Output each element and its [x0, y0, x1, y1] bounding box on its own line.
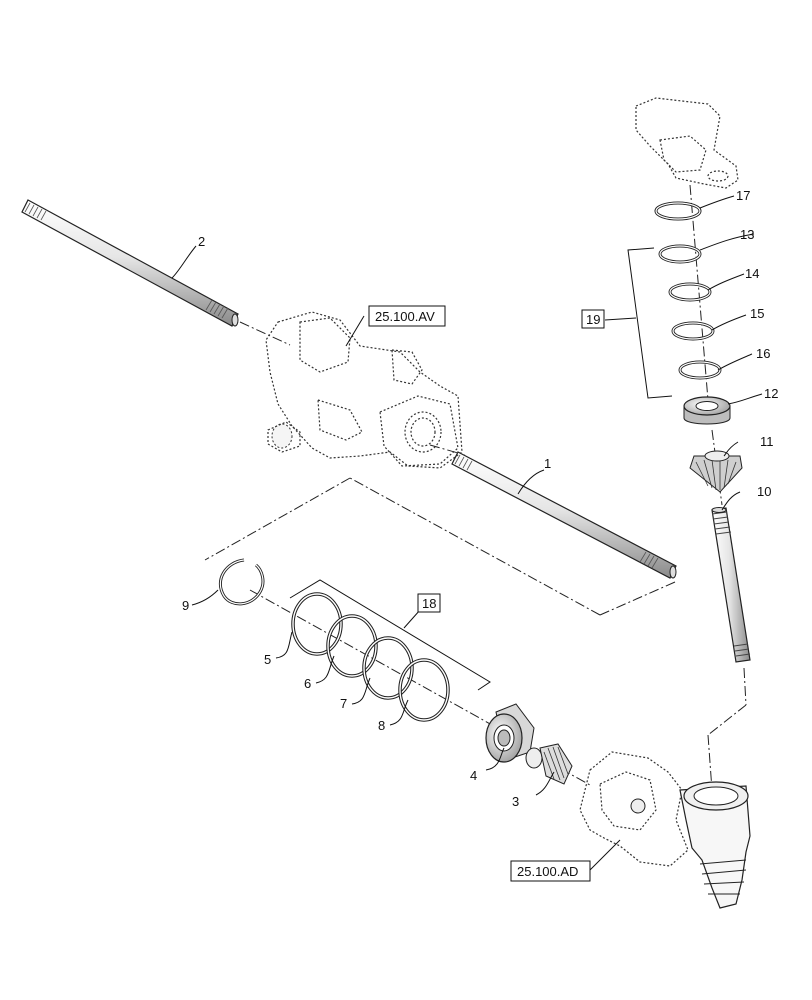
callout-14: 14 — [745, 266, 759, 281]
callout-17: 17 — [736, 188, 750, 203]
callout-15: 15 — [750, 306, 764, 321]
kit-box-18: 18 — [417, 593, 441, 613]
callout-11: 11 — [760, 434, 774, 449]
reference-label-25-100-ad[interactable]: 25.100.AD — [517, 864, 578, 879]
kit-box-19: 19 — [581, 309, 605, 329]
callout-9: 9 — [182, 598, 189, 613]
kit-label-19: 19 — [586, 312, 600, 327]
callout-10: 10 — [757, 484, 771, 499]
callout-8: 8 — [378, 718, 385, 733]
callout-16: 16 — [756, 346, 770, 361]
bevel-gear-11 — [689, 450, 743, 493]
reference-label-25-100-av[interactable]: 25.100.AV — [375, 309, 435, 324]
shim-rings-5-8 — [291, 592, 450, 722]
kit-bracket-19 — [604, 247, 673, 399]
callout-leaders — [171, 195, 763, 871]
steering-housing-top — [635, 97, 739, 189]
axle-shaft-1 — [451, 451, 677, 579]
callout-7: 7 — [340, 696, 347, 711]
callout-5: 5 — [264, 652, 271, 667]
callout-13: 13 — [740, 227, 754, 242]
reference-box-25-100-av[interactable]: 25.100.AV — [368, 305, 446, 327]
circlip-17 — [654, 201, 702, 221]
kit-bracket-18 — [289, 579, 491, 691]
vertical-shaft-10 — [711, 507, 751, 663]
housing-25-100-ad — [579, 751, 751, 909]
callout-1: 1 — [544, 456, 551, 471]
callout-6: 6 — [304, 676, 311, 691]
callout-3: 3 — [512, 794, 519, 809]
bearing-4 — [485, 703, 535, 763]
snap-ring-9 — [218, 558, 265, 606]
bevel-pinion-3 — [525, 743, 573, 785]
callout-2: 2 — [198, 234, 205, 249]
housing-25-100-av — [265, 311, 463, 469]
centerlines — [204, 184, 747, 791]
axle-shaft-2 — [21, 199, 239, 327]
kit-label-18: 18 — [422, 596, 436, 611]
bearing-12 — [683, 396, 731, 425]
callout-4: 4 — [470, 768, 477, 783]
seal-rings-13-16 — [658, 244, 722, 380]
callout-numbers: 1 2 3 4 5 6 7 8 9 10 11 12 13 14 15 16 1… — [182, 188, 778, 809]
callout-12: 12 — [764, 386, 778, 401]
reference-box-25-100-ad[interactable]: 25.100.AD — [510, 860, 591, 882]
